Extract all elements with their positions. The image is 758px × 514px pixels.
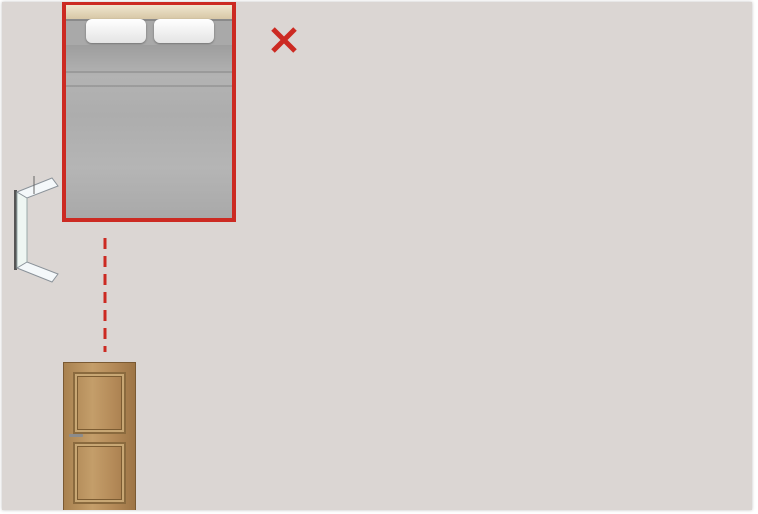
duvet-fold <box>66 71 232 73</box>
duvet-fold <box>66 85 232 87</box>
door-handle <box>69 434 83 437</box>
bed-icon[interactable] <box>62 2 236 222</box>
door-panel-bottom <box>73 442 126 504</box>
room-floor <box>2 2 752 510</box>
connector-line <box>103 238 107 352</box>
bed-headboard <box>66 5 232 21</box>
door-panel-top <box>73 372 126 434</box>
door-icon[interactable] <box>63 362 136 510</box>
close-icon[interactable] <box>268 24 300 56</box>
pillow-right <box>154 19 214 43</box>
bed-duvet <box>66 45 232 218</box>
pillow-left <box>86 19 146 43</box>
window-icon[interactable] <box>12 174 62 286</box>
